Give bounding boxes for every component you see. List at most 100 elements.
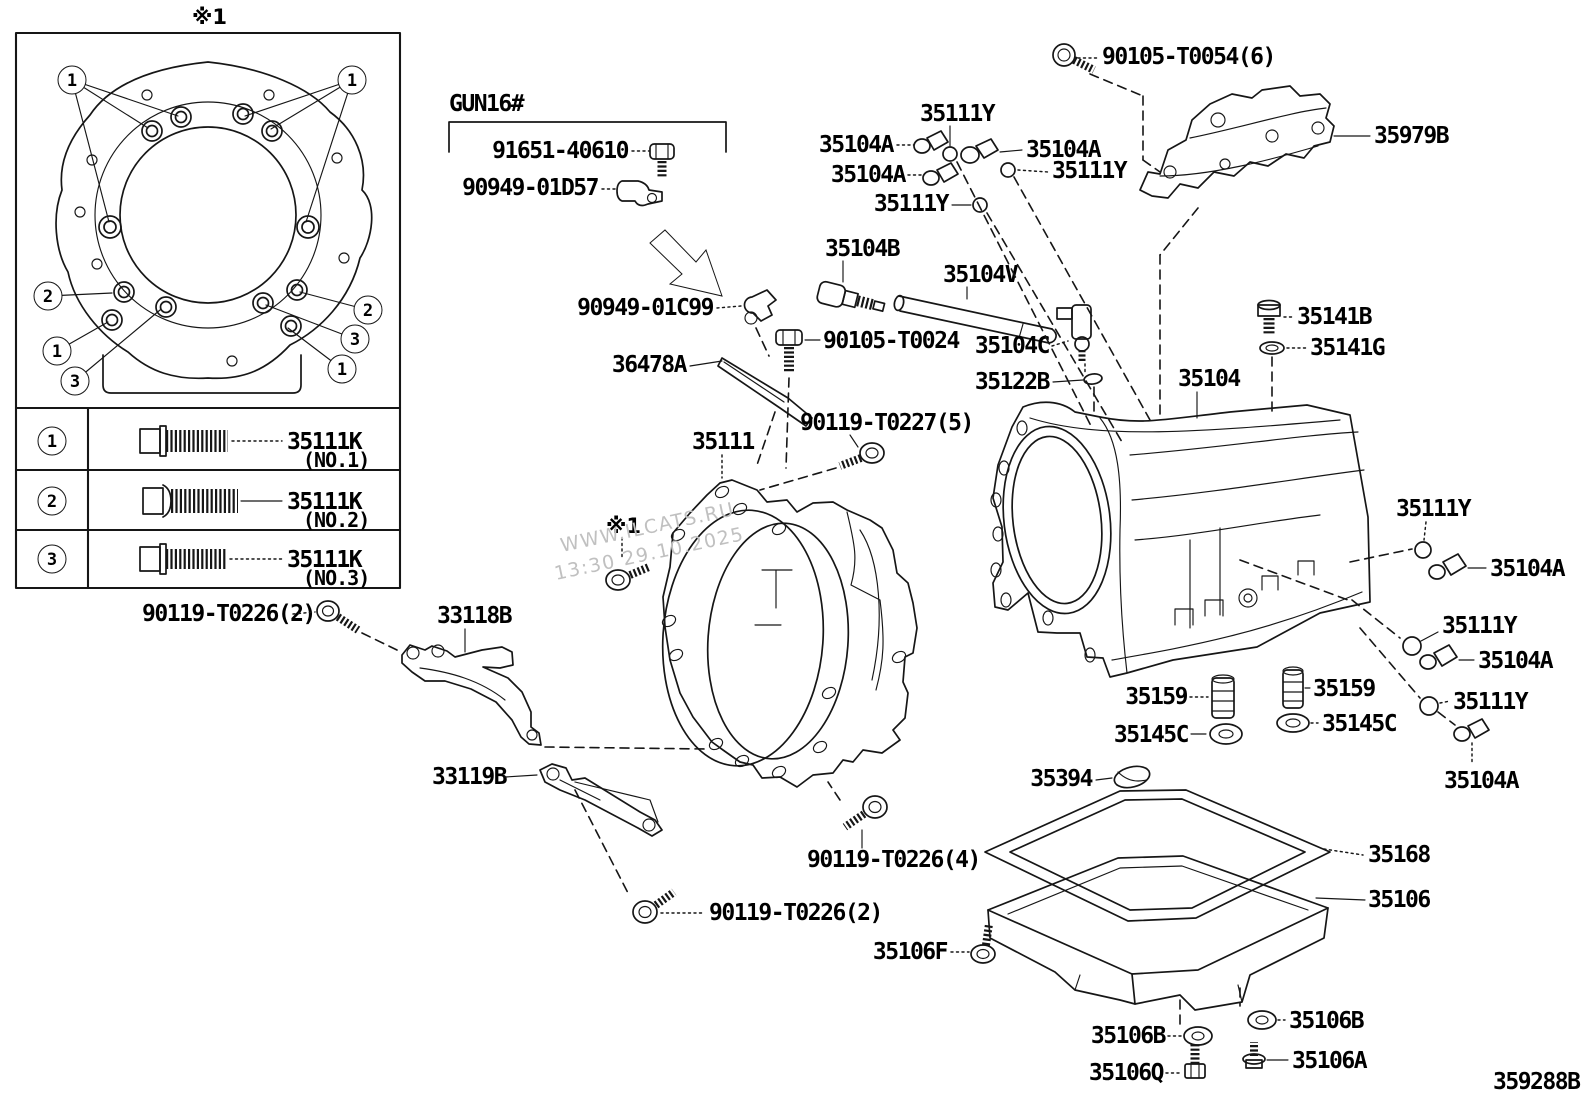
oring-icon-2 bbox=[1000, 162, 1016, 178]
cap-icon-35394 bbox=[1113, 765, 1151, 789]
cluster-hidden-lines bbox=[956, 161, 1151, 443]
bell-housing-35111: 35111 bbox=[661, 429, 918, 788]
part-label-35104a-r4: 35104A bbox=[1478, 648, 1554, 674]
part-label-90949-01c99: 90949-01C99 bbox=[577, 295, 713, 321]
oring-icon-1 bbox=[942, 146, 958, 162]
part-label-35145c-r: 35145C bbox=[1322, 711, 1397, 737]
part-label-35104a-2: 35104A bbox=[1026, 137, 1102, 163]
bracket-33118b-drawing bbox=[401, 644, 542, 746]
part-label-35111y-r5: 35111Y bbox=[1453, 689, 1529, 715]
part-label-35106: 35106 bbox=[1368, 887, 1430, 913]
callout-bubbles: 1 1 2 2 1 3 3 1 bbox=[33, 65, 383, 396]
strainer-icon-right bbox=[1282, 666, 1304, 709]
part-label-35979b: 35979B bbox=[1374, 123, 1450, 149]
part-label-33118b: 33118B bbox=[437, 603, 513, 629]
part-label-35159-r: 35159 bbox=[1313, 676, 1375, 702]
strainer-group: 35159 35145C 35159 35145C 35394 bbox=[1030, 666, 1398, 792]
part-label-35104: 35104 bbox=[1178, 366, 1240, 392]
bolt-icon-90105-t0024 bbox=[775, 329, 803, 372]
part-label-35104a-3: 35104A bbox=[831, 162, 907, 188]
part-label-35111y-r3: 35111Y bbox=[1442, 613, 1518, 639]
bolt-icon-t0227 bbox=[838, 442, 885, 470]
part-label-91651-40610: 91651-40610 bbox=[492, 138, 628, 164]
part-label-35111k-3: 35111K bbox=[287, 547, 363, 573]
part-label-90119-t0226-4: 90119-T0226(4) bbox=[807, 847, 980, 873]
legend-num-3: 3 bbox=[47, 550, 57, 570]
bolt-icon-t0226-4 bbox=[842, 795, 888, 831]
part-label-90119-t0226-2b: 90119-T0226(2) bbox=[709, 900, 882, 926]
legend-bolt-2 bbox=[142, 484, 238, 518]
ring-icon-35141g bbox=[1259, 341, 1285, 355]
t0054-hidden-lines bbox=[1089, 73, 1199, 419]
part-label-35104a-r2: 35104A bbox=[1490, 556, 1566, 582]
footnote-marker-2: ※1 bbox=[606, 514, 641, 538]
legend-num-2: 2 bbox=[47, 492, 57, 512]
clamp-icon-90949-01d57 bbox=[616, 180, 663, 207]
part-label-35394: 35394 bbox=[1030, 766, 1092, 792]
callout-3b: 3 bbox=[70, 372, 80, 392]
oring-icon-r5 bbox=[1419, 696, 1439, 716]
union-icon-3 bbox=[922, 162, 959, 186]
part-label-35111y-1: 35111Y bbox=[920, 101, 996, 127]
center-small-parts: 90949-01C99 36478A 90105-T0024 bbox=[577, 289, 961, 469]
part-label-35111k-2: 35111K bbox=[287, 489, 363, 515]
variant-label-gun16: GUN16# bbox=[449, 91, 525, 117]
part-label-35104b: 35104B bbox=[825, 236, 901, 262]
washer-icon-35145c-r bbox=[1276, 713, 1310, 733]
union-icon-r4 bbox=[1419, 644, 1458, 670]
bracket-33119b-drawing bbox=[539, 763, 663, 837]
part-label-35106f: 35106F bbox=[873, 939, 948, 965]
bolt-icon-t0226-2a bbox=[316, 600, 361, 634]
part-label-35168: 35168 bbox=[1368, 842, 1430, 868]
transmission-case-35104: 35104 bbox=[990, 366, 1371, 678]
bracket-group-35979b: 90105-T0054(6) 35979B bbox=[1052, 43, 1451, 419]
oil-pan-35106-drawing bbox=[987, 855, 1329, 1011]
legend-bolt-1 bbox=[139, 425, 228, 457]
part-label-90105-t0054: 90105-T0054(6) bbox=[1102, 44, 1275, 70]
clamp-icon-90949-01c99 bbox=[743, 289, 777, 325]
case-flange-holes bbox=[990, 420, 1096, 663]
right-union-column: 35111Y 35104A 35111Y 35104A 35111Y 35104… bbox=[1349, 496, 1567, 794]
bolt-legend-table: 1 35111K (NO.1) 2 35111K (NO.2) 3 35111K… bbox=[14, 406, 402, 590]
part-label-35111k-1: 35111K bbox=[287, 429, 363, 455]
part-label-35122b: 35122B bbox=[975, 369, 1051, 395]
plate-36478a bbox=[717, 357, 813, 427]
part-label-90949-01d57: 90949-01D57 bbox=[462, 175, 598, 201]
plug-icon-35141b bbox=[1257, 299, 1281, 334]
part-label-35104v: 35104V bbox=[943, 262, 1019, 288]
part-label-33119b: 33119B bbox=[432, 764, 508, 790]
union-icon-2 bbox=[960, 138, 999, 164]
union-oring-cluster: 35111Y 35104A 35104A 35104A 35111Y 35111… bbox=[819, 101, 1151, 443]
callout-2b: 2 bbox=[363, 301, 373, 321]
diagram-code: 359288B bbox=[1493, 1069, 1581, 1095]
bolt-icon-91651 bbox=[649, 143, 675, 177]
bracket-group-lower-left: 90119-T0226(2) 33118B 33119B bbox=[142, 600, 707, 894]
lower-bolts: 90119-T0226(4) 90119-T0226(2) bbox=[632, 781, 981, 926]
part-label-35104c: 35104C bbox=[975, 333, 1050, 359]
part-note-no1: (NO.1) bbox=[303, 448, 369, 472]
oring-icon-r1 bbox=[1414, 541, 1432, 559]
gasket-icon-35122b bbox=[1083, 373, 1103, 385]
part-label-35106q: 35106Q bbox=[1089, 1060, 1164, 1086]
part-label-36478a: 36478A bbox=[612, 352, 688, 378]
watermark: WWW.ILCATS.RU 13:30 29.10.2025 bbox=[552, 498, 746, 584]
part-note-no2: (NO.2) bbox=[303, 508, 369, 532]
footnote-marker-top: ※1 bbox=[192, 5, 227, 29]
footnote-bolt-group: ※1 bbox=[605, 514, 651, 591]
part-label-35159-l: 35159 bbox=[1125, 684, 1187, 710]
washer-icon-35106b-r bbox=[1247, 1010, 1277, 1030]
gun16-bracket bbox=[448, 121, 727, 153]
strainer-icon-left bbox=[1211, 674, 1235, 719]
legend-bolt-3 bbox=[139, 543, 226, 575]
legend-num-1: 1 bbox=[47, 432, 57, 452]
union-icon-1 bbox=[913, 130, 949, 154]
check-valve-group: 35141B 35141G bbox=[1257, 299, 1386, 416]
callout-1d: 1 bbox=[337, 360, 347, 380]
part-label-35145c-l: 35145C bbox=[1114, 722, 1189, 748]
direction-arrow bbox=[649, 229, 723, 297]
washer-icon-35145c-l bbox=[1209, 723, 1243, 745]
part-label-90119-t0226-2a: 90119-T0226(2) bbox=[142, 601, 315, 627]
solenoid-icon-35104b bbox=[816, 280, 886, 313]
